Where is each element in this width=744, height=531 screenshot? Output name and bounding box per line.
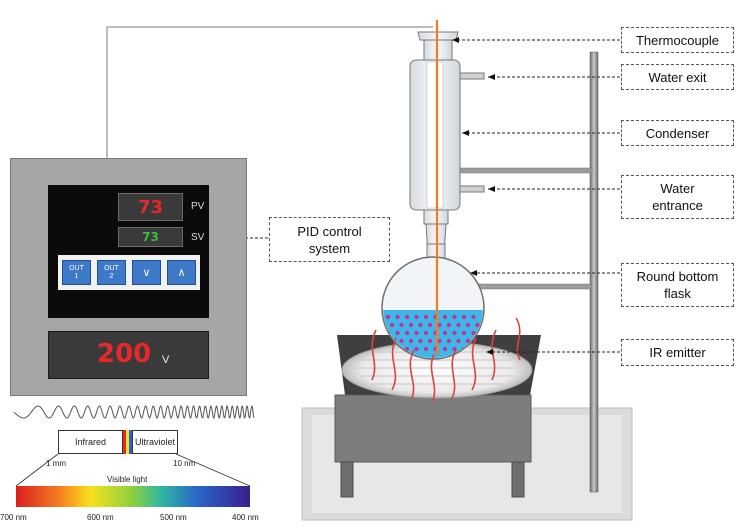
particle xyxy=(399,338,404,344)
particle xyxy=(423,314,429,320)
particle xyxy=(471,330,476,336)
voltage-display: 200 V xyxy=(48,331,209,379)
particle xyxy=(423,346,429,352)
round-bottom-flask xyxy=(381,243,485,360)
particle xyxy=(389,322,395,328)
particle xyxy=(427,338,433,344)
em-spectrum xyxy=(15,430,251,507)
sv-display: 73 xyxy=(118,227,183,247)
heat-arrows xyxy=(371,317,521,403)
particle xyxy=(465,338,471,344)
particle xyxy=(461,314,467,320)
sv-label: SV xyxy=(191,232,205,243)
particle xyxy=(423,330,429,336)
particle xyxy=(404,346,410,352)
voltage-value: 200 xyxy=(97,339,152,369)
water-exit-nozzle xyxy=(459,72,485,80)
particle xyxy=(395,330,400,336)
particle xyxy=(446,338,452,344)
particle xyxy=(408,322,414,328)
pv-display: 73 xyxy=(118,193,183,221)
particle xyxy=(437,338,442,344)
particle xyxy=(404,314,410,320)
ultraviolet-label: Ultraviolet xyxy=(132,430,178,454)
pid-control-system-label: PID control system xyxy=(269,217,390,262)
particle xyxy=(471,314,476,320)
particle xyxy=(408,338,414,344)
particle xyxy=(461,330,467,336)
particle xyxy=(414,346,419,352)
pid-controller: 73 PV 73 SV OUT 1 OUT 2 ∨ ∧ 200 V xyxy=(10,158,247,396)
particle xyxy=(418,338,423,344)
particle xyxy=(442,330,448,336)
particle xyxy=(399,322,404,328)
wavelength-1mm-label: 1 mm xyxy=(46,459,66,468)
tick-500nm: 500 nm xyxy=(160,513,187,522)
particle xyxy=(385,314,391,320)
out1-button[interactable]: OUT 1 xyxy=(62,260,91,285)
particle xyxy=(442,346,448,352)
condenser-label: Condenser xyxy=(621,120,734,146)
water-entrance-nozzle xyxy=(459,185,485,193)
water-entrance-label: Water entrance xyxy=(621,175,734,219)
tick-700nm: 700 nm xyxy=(0,513,27,522)
condenser xyxy=(409,31,485,255)
down-button[interactable]: ∨ xyxy=(132,260,161,285)
tick-400nm: 400 nm xyxy=(232,513,259,522)
sv-value: 73 xyxy=(142,230,159,244)
pv-label: PV xyxy=(191,201,205,212)
wavelength-wave xyxy=(13,404,255,420)
particle xyxy=(452,314,457,320)
round-bottom-flask-label: Round bottom flask xyxy=(621,263,734,307)
infrared-label: Infrared xyxy=(58,430,123,454)
out2-button[interactable]: OUT 2 xyxy=(97,260,126,285)
particle xyxy=(414,314,419,320)
voltage-unit: V xyxy=(162,354,170,366)
callout-arrows xyxy=(232,37,620,355)
water-exit-label: Water exit xyxy=(621,64,734,90)
particle xyxy=(456,322,461,328)
particle xyxy=(446,322,452,328)
particle xyxy=(437,322,442,328)
particle xyxy=(475,322,480,328)
particle xyxy=(465,322,471,328)
thermocouple-label: Thermocouple xyxy=(621,27,734,53)
up-button[interactable]: ∧ xyxy=(167,260,196,285)
particle xyxy=(442,314,448,320)
tick-600nm: 600 nm xyxy=(87,513,114,522)
pv-value: 73 xyxy=(137,196,164,218)
particle xyxy=(452,330,457,336)
visible-spectrum-bar xyxy=(16,486,250,507)
particle xyxy=(414,330,419,336)
stand-rod xyxy=(589,51,599,493)
pid-display-panel: 73 PV 73 SV OUT 1 OUT 2 ∨ ∧ xyxy=(48,185,209,318)
particle xyxy=(427,322,433,328)
particle xyxy=(404,330,410,336)
particle xyxy=(395,314,400,320)
wavelength-10nm-label: 10 nm xyxy=(173,459,196,468)
particle xyxy=(418,322,423,328)
condenser-clamp-arm xyxy=(451,167,593,174)
visible-light-label: Visible light xyxy=(107,475,148,484)
ir-emitter-label: IR emitter xyxy=(621,339,734,366)
pid-button-row: OUT 1 OUT 2 ∨ ∧ xyxy=(58,255,200,290)
particle xyxy=(456,338,461,344)
